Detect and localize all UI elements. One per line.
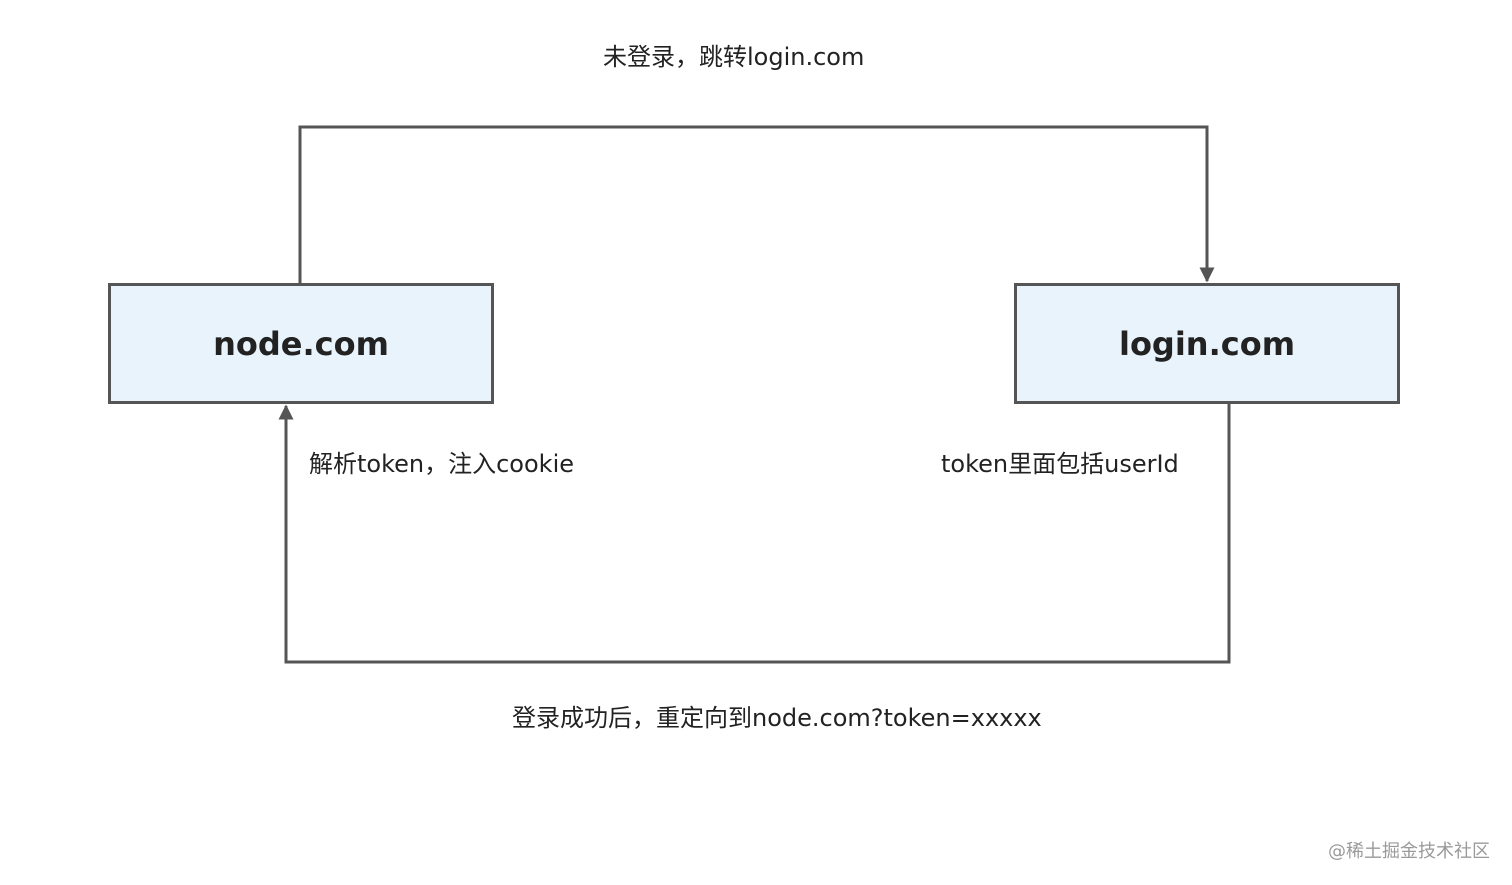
parse-token-label: 解析token，注入cookie <box>309 450 575 478</box>
edge-redirect-back <box>278 404 1231 664</box>
node-com-box: node.com <box>108 283 494 404</box>
login-com-label: login.com <box>1118 324 1296 363</box>
login-com-box: login.com <box>1014 283 1400 404</box>
redirect-back-label: 登录成功后，重定向到node.com?token=xxxxx <box>512 704 1042 732</box>
edge-redirect-to-login <box>298 125 1215 283</box>
watermark: @稀土掘金技术社区 <box>1328 841 1490 862</box>
node-com-label: node.com <box>213 324 389 363</box>
redirect-to-login-label: 未登录，跳转login.com <box>603 43 865 71</box>
token-contents-label: token里面包括userId <box>941 450 1179 478</box>
